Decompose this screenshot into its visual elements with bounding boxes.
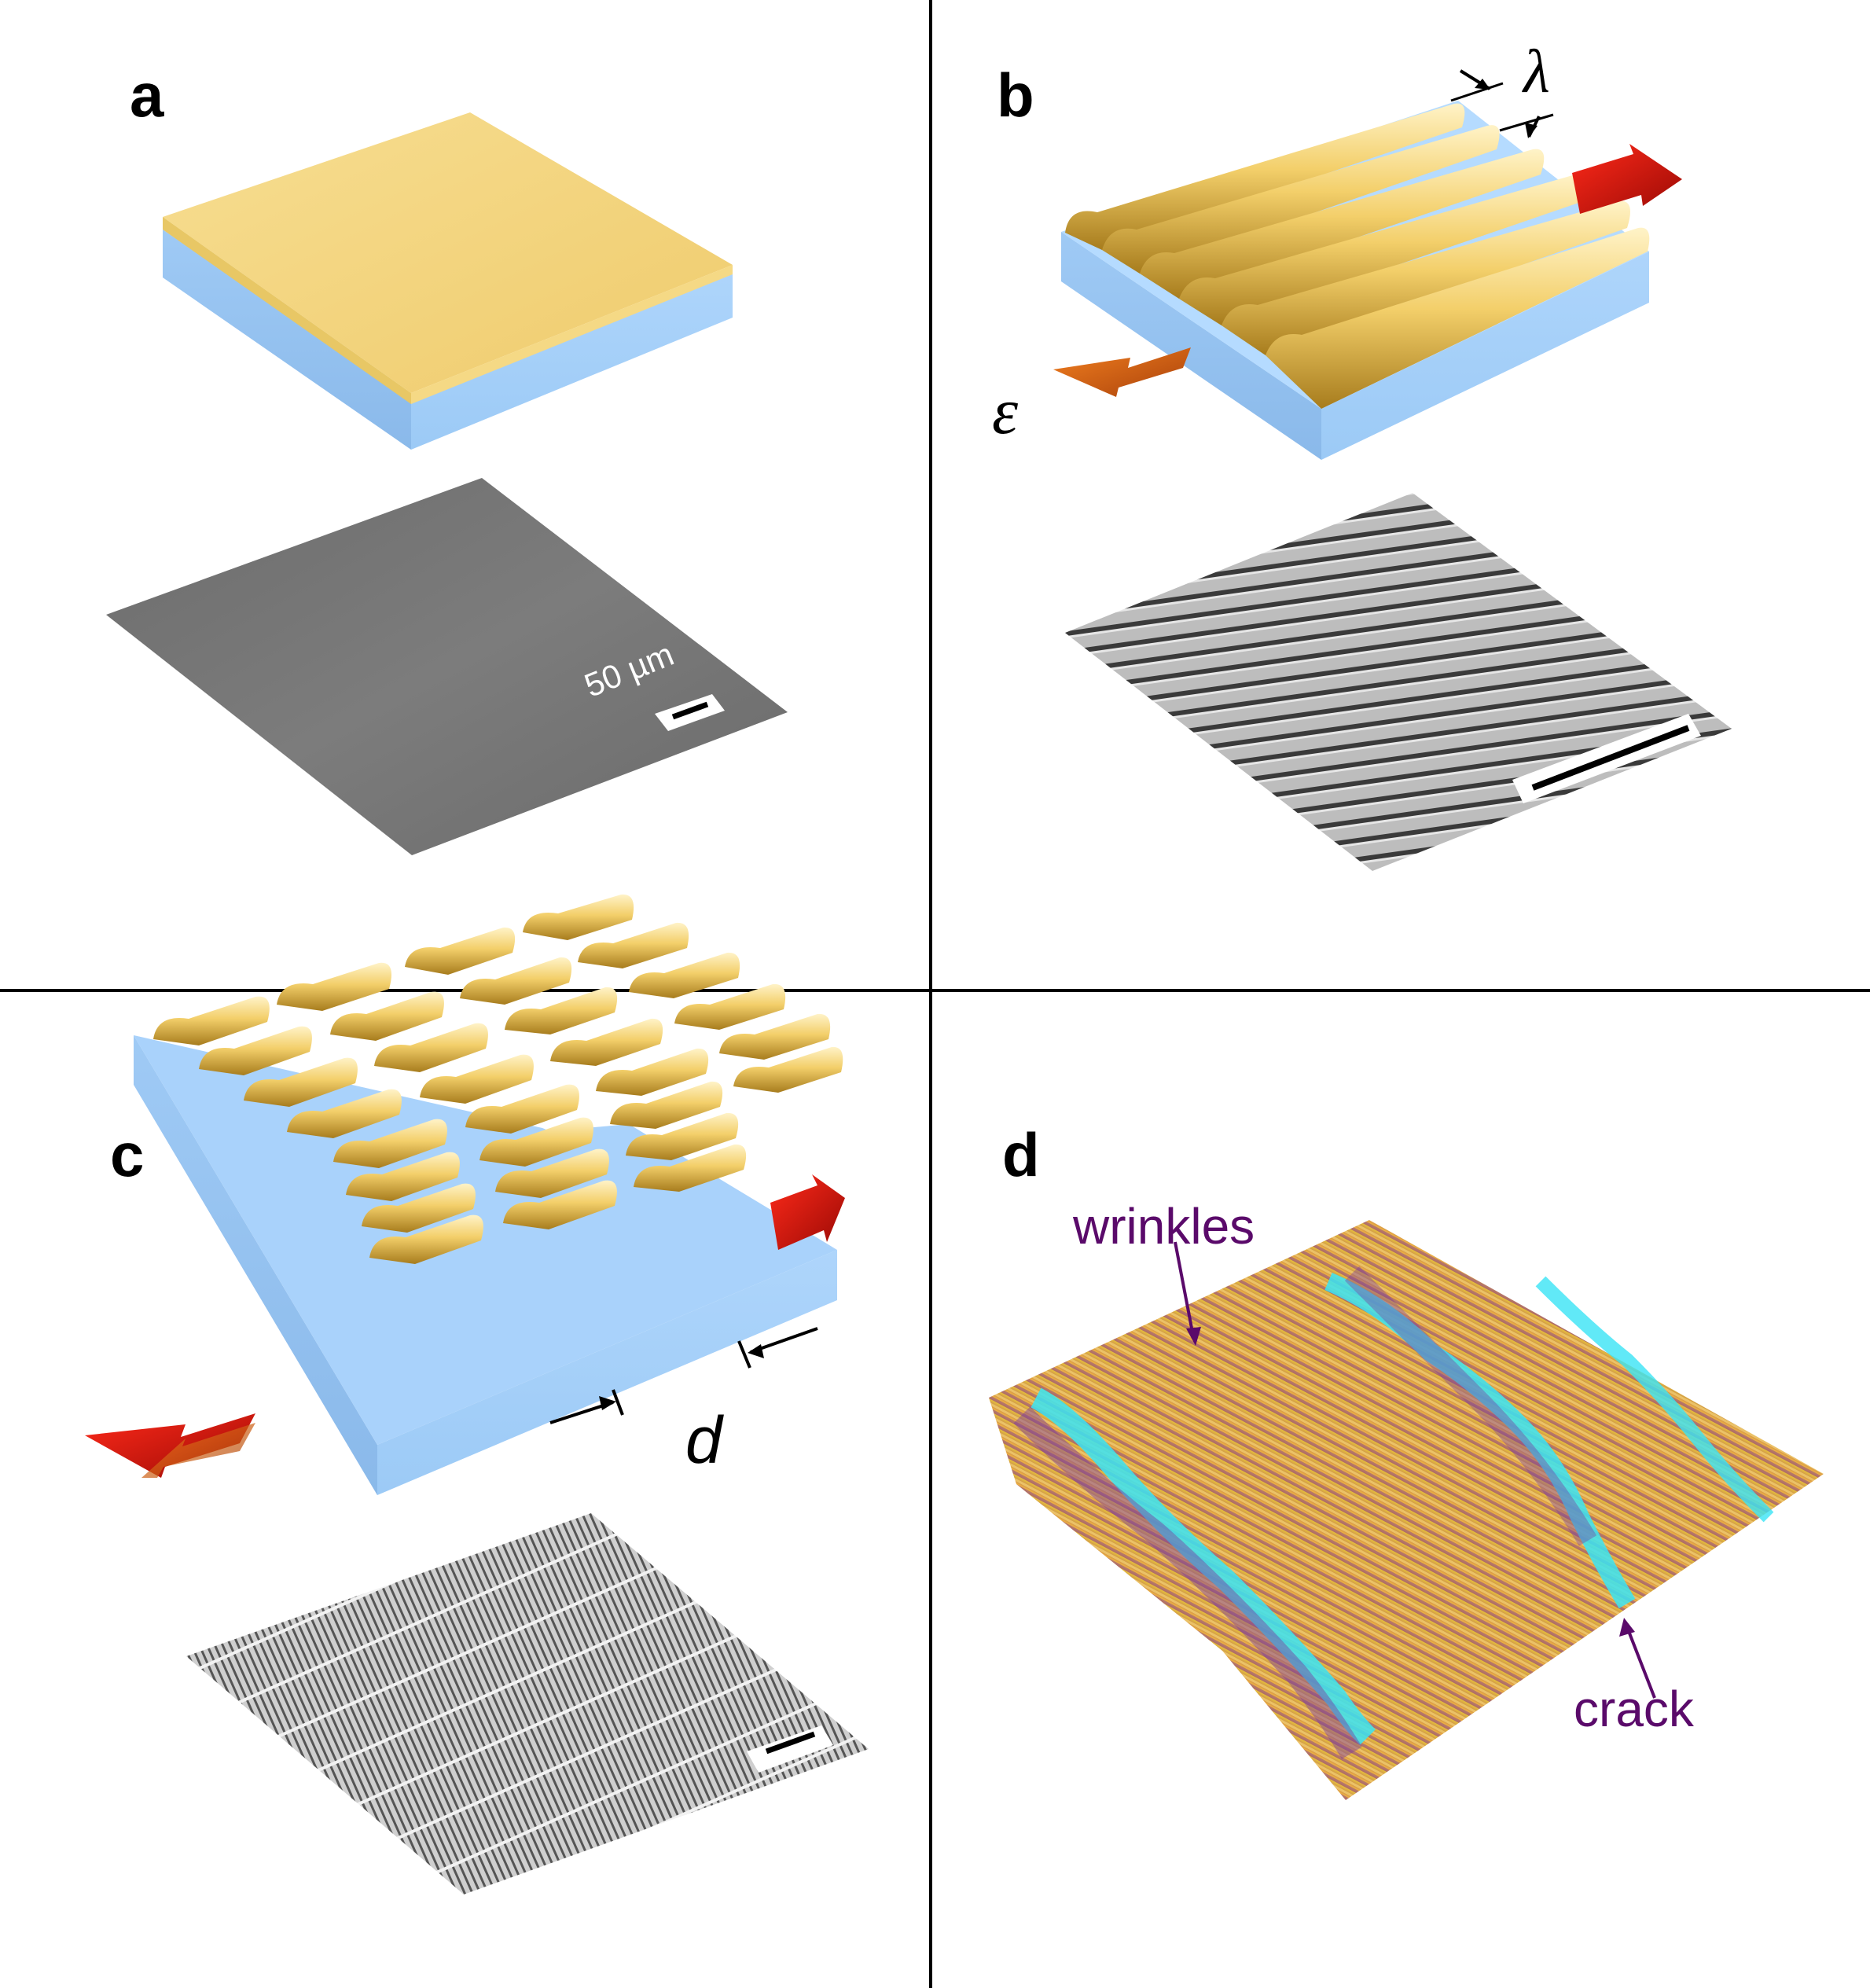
panel-a-sem-image	[106, 478, 788, 855]
panel-c-schematic	[85, 895, 845, 1495]
panel-b-sem-image	[1065, 493, 1732, 871]
sem-wrinkled-film	[1065, 493, 1732, 871]
crack-arrowhead	[1619, 1618, 1635, 1637]
panel-letter-a: a	[130, 64, 163, 126]
panel-letter-c: c	[110, 1124, 144, 1185]
wavelength-symbol: λ	[1523, 41, 1550, 102]
sem-flat-film	[106, 478, 788, 855]
panel-letter-d: d	[1002, 1124, 1040, 1185]
strain-symbol: ε	[992, 379, 1018, 445]
strain-arrow-left	[1053, 347, 1191, 397]
spacing-symbol: d	[685, 1407, 722, 1473]
panel-letter-b: b	[997, 64, 1034, 126]
panel-c-sem-image	[186, 1513, 869, 1894]
panel-a-schematic	[163, 112, 733, 450]
panel-b-schematic	[1053, 71, 1682, 460]
wrinkles-label: wrinkles	[1073, 1201, 1255, 1251]
panel-d-3d-surface	[989, 1220, 1824, 1800]
crack-label: crack	[1574, 1684, 1694, 1734]
strain-arrow-left	[85, 1413, 255, 1478]
sem-cracked-film	[186, 1513, 869, 1894]
